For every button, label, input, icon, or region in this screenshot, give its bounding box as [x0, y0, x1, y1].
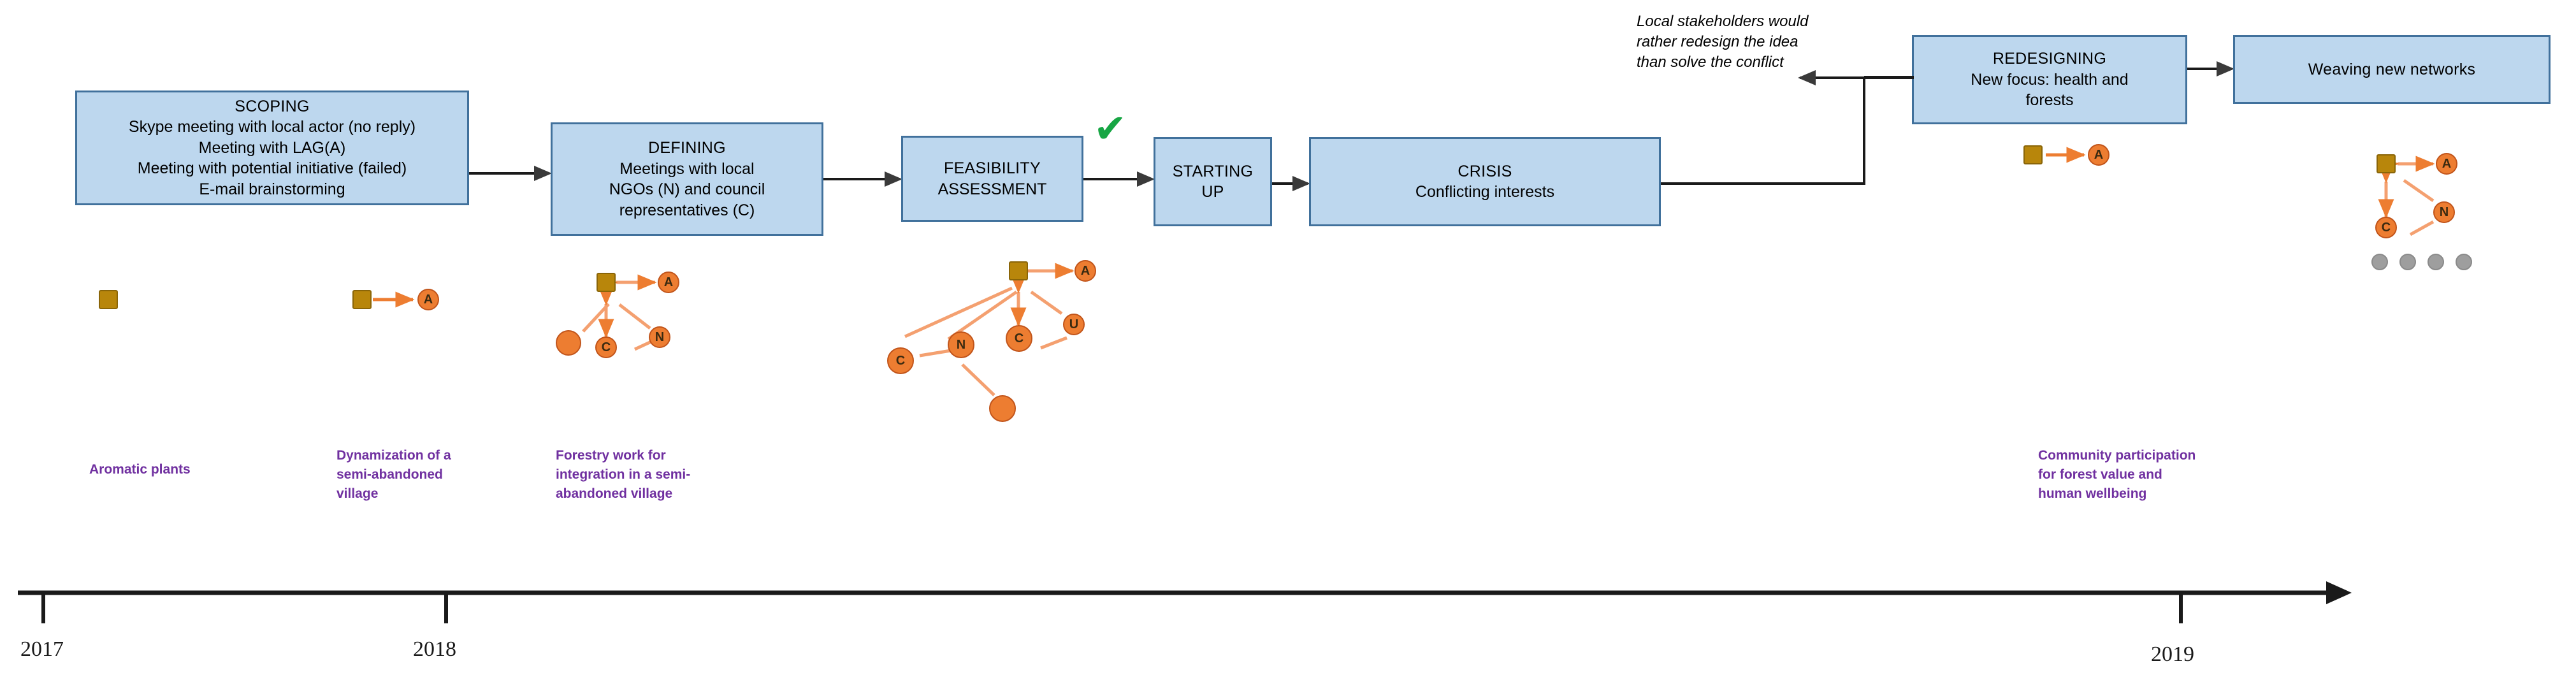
net4-edge-N-plain	[961, 363, 995, 396]
phase-box-weaving[interactable]: Weaving new networks	[2233, 35, 2551, 104]
node-circle-N[interactable]: N	[948, 331, 974, 358]
phase-box-scoping[interactable]: SCOPING Skype meeting with local actor (…	[75, 91, 469, 205]
timeline-axis-arrowhead	[2326, 581, 2352, 604]
node-circle-N[interactable]: N	[2433, 201, 2455, 223]
node-square[interactable]	[597, 273, 616, 292]
node-circle-unlabeled[interactable]	[989, 395, 1016, 422]
net4-edge-C-U	[1040, 336, 1067, 350]
node-circle-U[interactable]: U	[1063, 314, 1085, 335]
phase-line-defining-1: NGOs (N) and council	[609, 180, 765, 198]
phase-line-feasibility-0: ASSESSMENT	[937, 180, 1047, 198]
node-circle-C-left[interactable]: C	[887, 347, 914, 374]
node-square[interactable]	[1009, 261, 1028, 280]
check-icon: ✔	[1094, 107, 1127, 151]
year-label-2017: 2017	[20, 637, 64, 661]
node-square[interactable]	[2023, 145, 2043, 164]
phase-box-redesigning[interactable]: REDESIGNING New focus: health and forest…	[1912, 35, 2187, 124]
connector-elbow-to-redesigning	[1864, 76, 1914, 79]
node-circle-A[interactable]: A	[2088, 144, 2109, 166]
year-label-2019: 2019	[2151, 642, 2194, 666]
phase-line-redesigning-1: forests	[2025, 91, 2074, 110]
annotation-stakeholder-note: Local stakeholders would rather redesign…	[1637, 13, 1809, 71]
net3-edge-square-plain	[582, 303, 610, 333]
phase-title-scoping: SCOPING	[235, 97, 310, 115]
phase-box-defining[interactable]: DEFINING Meetings with local NGOs (N) an…	[551, 122, 823, 236]
year-label-2018: 2018	[413, 637, 456, 661]
phase-title-defining: DEFINING	[648, 139, 726, 157]
node-circle-A[interactable]: A	[1075, 260, 1096, 282]
phase-title-feasibility: FEASIBILITY	[944, 159, 1041, 177]
net3-edge-square-N	[618, 303, 651, 330]
caption-dynamization: Dynamization of a semi-abandoned village	[336, 448, 451, 501]
phase-line-scoping-1: Meeting with LAG(A)	[198, 138, 346, 157]
connector-crisis-redesigning-segment	[1660, 76, 1865, 185]
node-inactive-1[interactable]	[2371, 254, 2388, 270]
node-square[interactable]	[2377, 154, 2396, 173]
phase-title-redesigning: REDESIGNING	[1992, 50, 2107, 68]
caption-community-participation: Community participation for forest value…	[2038, 448, 2196, 501]
caption-forestry-work: Forestry work for integration in a semi-…	[556, 448, 691, 501]
node-circle-C-center[interactable]: C	[1006, 325, 1032, 352]
phase-box-starting-up[interactable]: STARTING UP	[1154, 137, 1272, 226]
node-inactive-2[interactable]	[2399, 254, 2416, 270]
node-circle-N[interactable]: N	[649, 326, 670, 348]
phase-line-defining-2: representatives (C)	[619, 201, 755, 219]
phase-line-scoping-2: Meeting with potential initiative (faile…	[137, 159, 407, 178]
net6-edge-square-N	[2403, 178, 2435, 203]
net3-edge-C-N	[633, 340, 653, 351]
node-circle-unlabeled[interactable]	[556, 330, 581, 356]
phase-line-crisis-0: Conflicting interests	[1415, 183, 1555, 201]
node-circle-A[interactable]: A	[2436, 153, 2457, 175]
net6-edge-C-N	[2409, 220, 2435, 236]
phase-box-feasibility[interactable]: FEASIBILITY ASSESSMENT	[901, 136, 1083, 222]
phase-line-scoping-0: Skype meeting with local actor (no reply…	[128, 118, 416, 136]
node-square[interactable]	[352, 290, 372, 309]
node-circle-A[interactable]: A	[417, 289, 439, 310]
caption-aromatic-plants: Aromatic plants	[89, 462, 191, 477]
phase-title-weaving: Weaving new networks	[2308, 60, 2476, 78]
phase-line-redesigning-0: New focus: health and	[1971, 70, 2129, 89]
phase-title-starting-up: STARTING UP	[1172, 162, 1254, 201]
phase-line-defining-0: Meetings with local	[619, 159, 755, 178]
node-inactive-4[interactable]	[2456, 254, 2472, 270]
node-circle-C[interactable]: C	[595, 337, 617, 358]
net4-edge-square-Cleft	[904, 286, 1013, 338]
node-circle-C[interactable]: C	[2375, 217, 2397, 238]
phase-line-scoping-3: E-mail brainstorming	[199, 180, 345, 198]
net4-edge-Cleft-N	[919, 349, 952, 358]
node-circle-A[interactable]: A	[658, 272, 679, 293]
phase-box-crisis[interactable]: CRISIS Conflicting interests	[1309, 137, 1661, 226]
node-square[interactable]	[99, 290, 118, 309]
net4-edge-square-U	[1030, 290, 1063, 315]
phase-title-crisis: CRISIS	[1458, 162, 1512, 180]
node-inactive-3[interactable]	[2428, 254, 2444, 270]
